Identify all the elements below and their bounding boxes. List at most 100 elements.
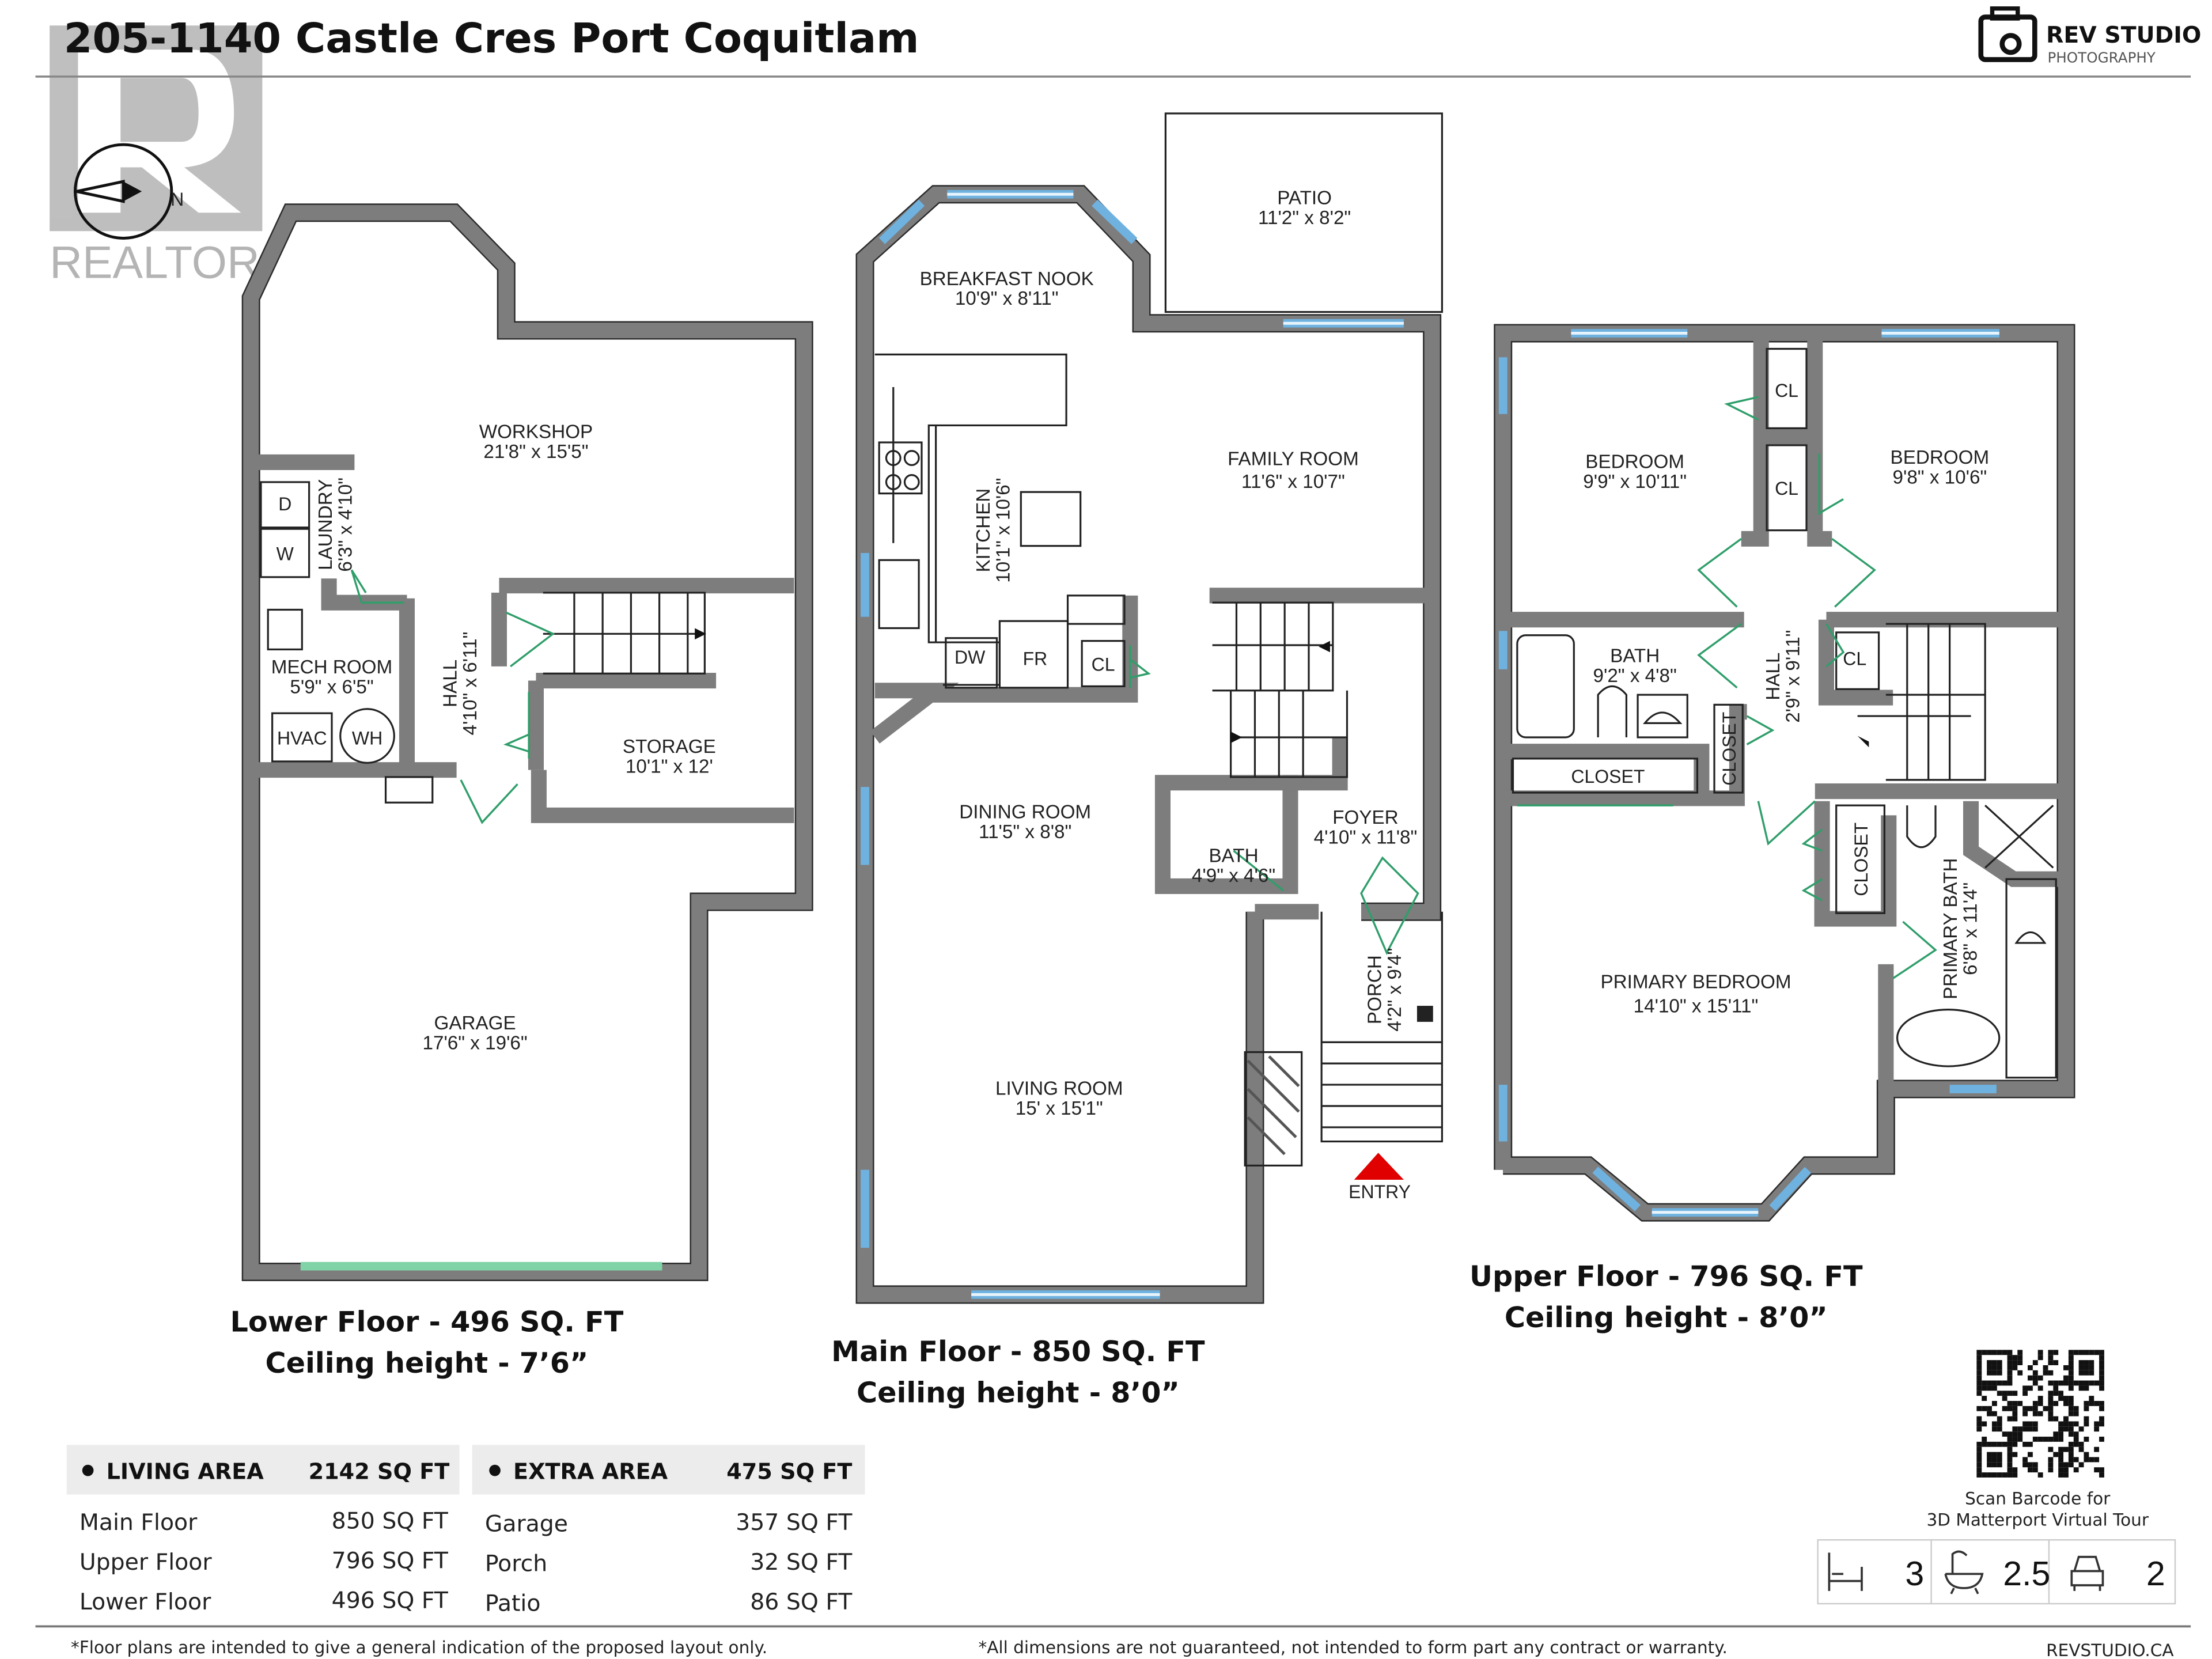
qr-module — [2007, 1437, 2013, 1442]
qr-module — [1997, 1441, 2002, 1447]
qr-module — [2012, 1416, 2018, 1422]
qr-module — [1987, 1360, 1992, 1365]
qr-module — [2094, 1401, 2100, 1406]
room-label: HALL — [1763, 653, 1784, 700]
qr-module — [2099, 1401, 2104, 1406]
svg-text:W: W — [276, 543, 294, 564]
room-label: BEDROOM — [1585, 451, 1684, 472]
room-dims: 4'10" x 11'8" — [1314, 827, 1418, 849]
qr-module — [2022, 1462, 2028, 1468]
room-dims: 2'9" x 9'11" — [1783, 630, 1804, 723]
qr-code[interactable] — [1976, 1350, 2104, 1478]
room-label: FOYER — [1332, 807, 1398, 828]
svg-text:850 SQ FT: 850 SQ FT — [332, 1508, 449, 1535]
room-label: STORAGE — [623, 736, 716, 757]
qr-module — [1991, 1360, 1997, 1365]
qr-module — [2099, 1416, 2104, 1422]
qr-module — [2078, 1370, 2084, 1376]
qr-module — [1987, 1365, 1992, 1370]
qr-module — [2078, 1385, 2084, 1391]
qr-module — [1987, 1472, 1992, 1478]
room-label: WORKSHOP — [479, 422, 593, 443]
qr-module — [2089, 1380, 2094, 1386]
qr-module — [2007, 1441, 2013, 1447]
room-label: PRIMARY BATH — [1940, 858, 1961, 1000]
svg-text:496 SQ FT: 496 SQ FT — [332, 1587, 449, 1613]
qr-module — [2073, 1421, 2079, 1427]
qr-module — [2084, 1370, 2089, 1376]
svg-text:796 SQ FT: 796 SQ FT — [332, 1547, 449, 1574]
qr-module — [2068, 1441, 2074, 1447]
qr-module — [2002, 1396, 2008, 1401]
qr-module — [2068, 1406, 2074, 1411]
room-dims: 4'10" x 6'11" — [460, 632, 481, 736]
room-label: BREAKFAST NOOK — [920, 268, 1094, 290]
bedrooms-count: 3 — [1905, 1555, 1924, 1593]
qr-module — [2048, 1416, 2054, 1422]
qr-module — [2002, 1431, 2008, 1437]
qr-module — [2028, 1421, 2033, 1427]
room-label: DINING ROOM — [959, 801, 1091, 823]
qr-module — [1976, 1350, 1982, 1355]
qr-module — [2068, 1431, 2074, 1437]
bed-icon — [1828, 1552, 1863, 1591]
qr-module — [2048, 1467, 2054, 1473]
qr-module — [1976, 1416, 1982, 1422]
upper-floor-ceiling: Ceiling height - 8’0” — [1505, 1301, 1828, 1334]
qr-module — [2068, 1370, 2074, 1376]
qr-module — [2073, 1350, 2079, 1355]
qr-module — [1976, 1462, 1982, 1468]
svg-text:2142 SQ FT: 2142 SQ FT — [309, 1459, 450, 1484]
qr-module — [1976, 1360, 1982, 1365]
qr-module — [2032, 1406, 2038, 1411]
svg-text:REV STUDIO: REV STUDIO — [2046, 22, 2201, 48]
qr-module — [1991, 1426, 1997, 1432]
qr-module — [2053, 1416, 2059, 1422]
qr-module — [1991, 1401, 1997, 1406]
qr-module — [2043, 1365, 2048, 1370]
qr-module — [2053, 1385, 2059, 1391]
qr-module — [2007, 1380, 2013, 1386]
car-icon — [2070, 1555, 2104, 1591]
qr-module — [2063, 1396, 2069, 1401]
qr-module — [2058, 1452, 2064, 1457]
bathtub-icon — [1944, 1550, 1984, 1594]
qr-module — [2068, 1462, 2074, 1468]
qr-module — [2032, 1370, 2038, 1376]
qr-module — [2089, 1396, 2094, 1401]
room-dims: 17'6" x 19'6" — [423, 1033, 528, 1054]
qr-module — [2099, 1421, 2104, 1427]
qr-module — [2048, 1355, 2054, 1361]
qr-module — [1987, 1452, 1992, 1457]
qr-module — [2012, 1355, 2018, 1361]
qr-module — [2099, 1380, 2104, 1386]
qr-module — [1976, 1391, 1982, 1396]
qr-module — [2007, 1406, 2013, 1411]
qr-module — [2099, 1472, 2104, 1478]
qr-module — [1982, 1472, 1987, 1478]
svg-text:REALTOR: REALTOR — [50, 237, 260, 287]
qr-module — [2068, 1396, 2074, 1401]
qr-module — [2007, 1370, 2013, 1376]
qr-module — [2084, 1437, 2089, 1442]
qr-module — [2084, 1457, 2089, 1463]
room-label: PATIO — [1277, 187, 1332, 209]
qr-module — [1997, 1416, 2002, 1422]
qr-module — [2084, 1421, 2089, 1427]
qr-module — [2012, 1391, 2018, 1396]
qr-module — [2028, 1406, 2033, 1411]
qr-module — [2028, 1375, 2033, 1381]
qr-module — [1976, 1467, 1982, 1473]
qr-module — [2073, 1467, 2079, 1473]
svg-text:CLOSET: CLOSET — [1851, 823, 1872, 896]
qr-module — [2007, 1350, 2013, 1355]
qr-module — [1982, 1441, 1987, 1447]
qr-module — [2063, 1426, 2069, 1432]
qr-module — [2078, 1365, 2084, 1370]
qr-module — [2022, 1426, 2028, 1432]
qr-module — [2022, 1421, 2028, 1427]
qr-module — [1976, 1375, 1982, 1381]
qr-module — [2078, 1380, 2084, 1386]
svg-text:LIVING AREA: LIVING AREA — [107, 1459, 264, 1484]
qr-module — [2012, 1467, 2018, 1473]
